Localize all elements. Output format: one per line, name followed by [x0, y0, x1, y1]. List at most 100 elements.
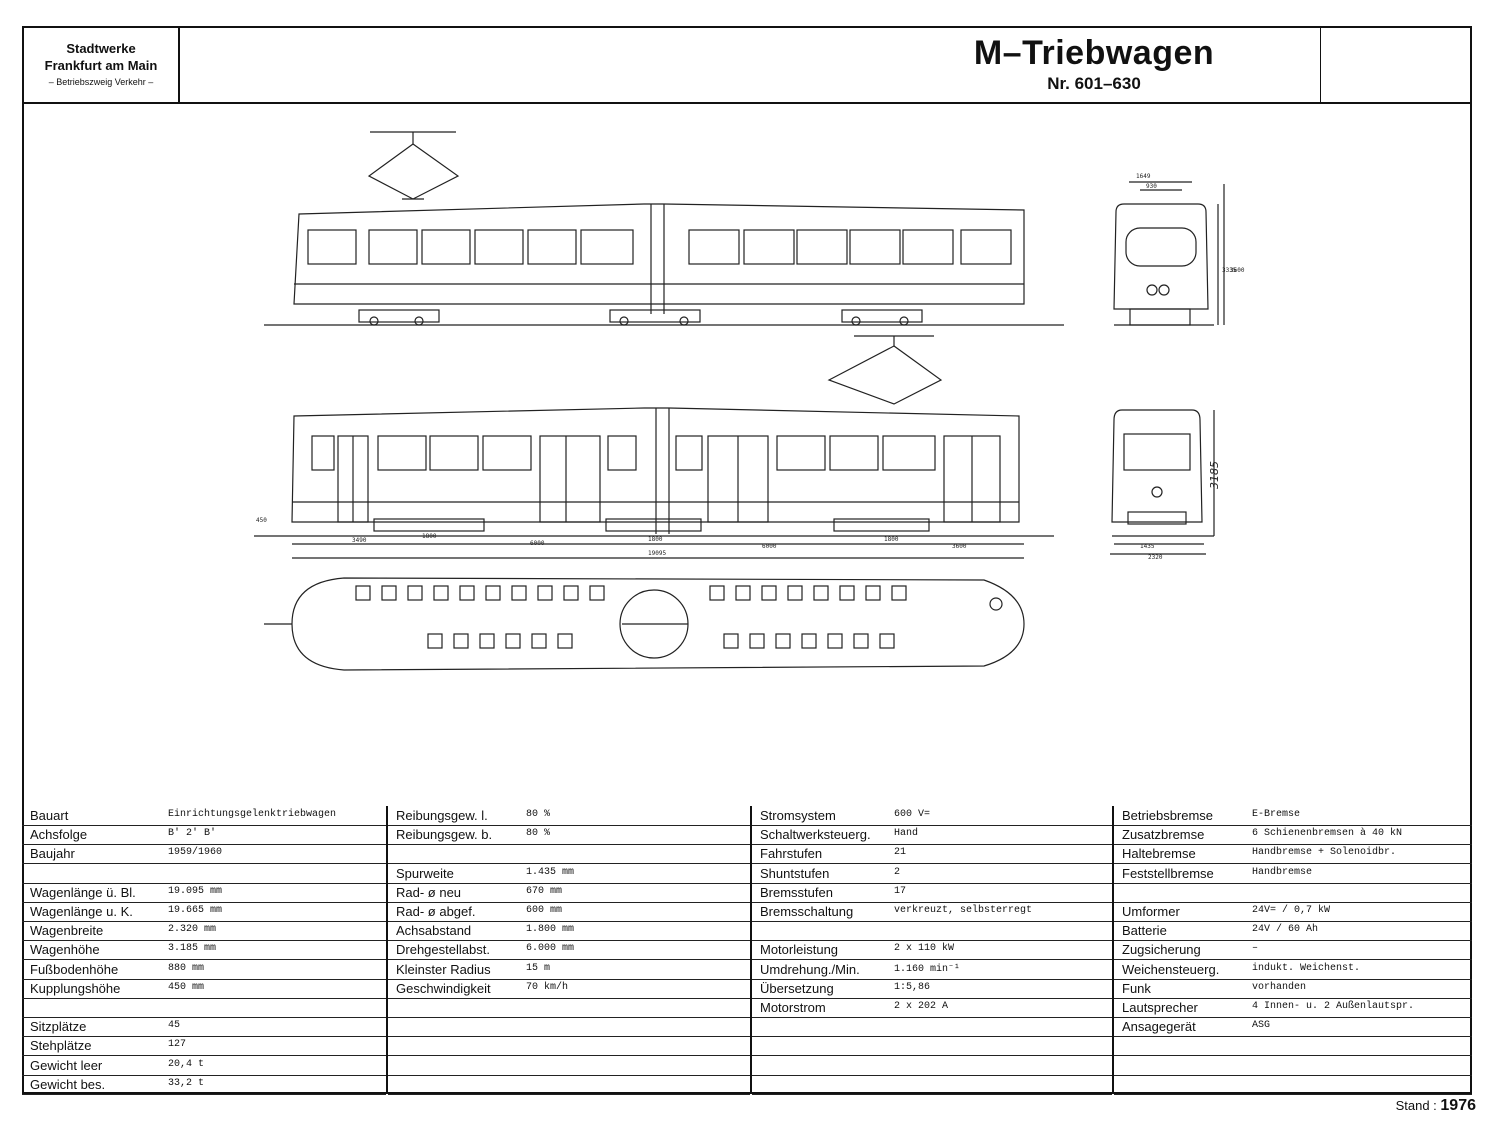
spec-value: 1959/1960 — [168, 847, 223, 859]
spec-label: Wagenlänge u. K. — [30, 904, 133, 919]
spec-label: Sitzplätze — [30, 1019, 87, 1035]
dim-side-4: 1800 — [648, 536, 663, 543]
spec-row — [388, 1017, 750, 1038]
spec-value: vorhanden — [1252, 981, 1307, 993]
spec-label: Reibungsgew. l. — [396, 808, 488, 823]
spec-label: Drehgestellabst. — [396, 942, 490, 958]
spec-value: 80 % — [526, 828, 551, 840]
plan-view — [264, 577, 1025, 671]
spec-row: Wagenlänge ü. Bl.19.095 mm — [22, 883, 386, 903]
spec-row: Reibungsgew. b.80 % — [388, 825, 750, 846]
spec-value: 4 Innen- u. 2 Außenlautspr. — [1252, 1001, 1415, 1012]
spec-row — [1114, 883, 1472, 903]
spec-row: Schaltwerksteuerg.Hand — [752, 825, 1112, 846]
spec-value: 600 mm — [526, 905, 563, 916]
spec-label: Spurweite — [396, 865, 454, 881]
spec-value: 1.435 mm — [526, 866, 575, 878]
stand-label: Stand : — [1395, 1098, 1437, 1113]
spec-row — [388, 1056, 750, 1076]
org-department: – Betriebszweig Verkehr – — [48, 77, 154, 87]
dim-front-h2: 3600 — [1230, 267, 1245, 274]
spec-label: Umdrehung./Min. — [760, 961, 860, 977]
spec-row — [22, 864, 386, 884]
spec-row: Baujahr 1959/1960 — [22, 844, 386, 865]
spec-label: Shuntstufen — [760, 865, 830, 881]
dim-side-5: 6000 — [762, 543, 777, 550]
spec-row — [388, 1075, 750, 1095]
spec-row: Reibungsgew. l. 80 % — [388, 806, 750, 826]
dim-rear-height: 3185 — [1208, 461, 1221, 489]
spec-label: Gewicht bes. — [30, 1076, 106, 1092]
dim-side-1: 3490 — [352, 537, 367, 544]
spec-value: 2.320 mm — [168, 924, 217, 936]
spec-value: Handbremse — [1252, 866, 1313, 878]
spec-value: 6.000 mm — [526, 943, 575, 955]
plan-seats — [355, 585, 907, 649]
spec-label: Motorleistung — [760, 942, 839, 958]
spec-value: 15 m — [526, 962, 551, 974]
spec-label: Wagenlänge ü. Bl. — [30, 884, 136, 900]
spec-label: Fahrstufen — [760, 846, 823, 862]
organization-block: Stadtwerke Frankfurt am Main – Betriebsz… — [24, 28, 180, 102]
spec-row — [752, 1036, 1112, 1057]
spec-row: Sitzplätze 45 — [22, 1017, 386, 1038]
spec-value: 45 — [168, 1020, 181, 1032]
org-name-line2: Frankfurt am Main — [44, 58, 158, 73]
spec-label: Baujahr — [30, 846, 75, 862]
spec-value: 670 mm — [526, 885, 563, 897]
sheet-title: M–Triebwagen — [973, 34, 1215, 72]
spec-row: Umdrehung./Min. 1.160 min⁻¹ — [752, 960, 1112, 980]
spec-row: Wagenlänge u. K. 19.665 mm — [22, 902, 386, 922]
spec-value: 3.185 mm — [168, 943, 217, 955]
spec-label: Rad- ø neu — [396, 884, 462, 900]
spec-label: Stehplätze — [30, 1038, 92, 1054]
spec-label: Wagenhöhe — [30, 942, 100, 958]
spec-label: Bremsstufen — [760, 884, 833, 900]
spec-row: Rad- ø neu 670 mm — [388, 883, 750, 903]
spec-value: B' 2' B' — [168, 828, 217, 840]
spec-value: 19.665 mm — [168, 905, 223, 916]
spec-label: Batterie — [1122, 923, 1167, 939]
side-view-lower — [254, 335, 1054, 559]
dim-rear-width: 2320 — [1148, 554, 1163, 561]
spec-value: 80 % — [526, 809, 551, 820]
spec-label: Kleinster Radius — [396, 961, 491, 977]
spec-label: Achsabstand — [396, 923, 472, 939]
column-divider — [386, 806, 388, 1094]
spec-value: 24V= / 0,7 kW — [1252, 905, 1331, 916]
spec-label: Zugsicherung — [1122, 942, 1201, 958]
spec-label: Motorstrom — [760, 1000, 826, 1015]
dim-side-6: 1800 — [884, 536, 899, 543]
tram-technical-drawing: 1649 930 3335 3600 3490 1800 6000 1800 6… — [254, 131, 1245, 671]
spec-row: Spurweite 1.435 mm — [388, 864, 750, 884]
spec-label: Haltebremse — [1122, 846, 1196, 862]
spec-value: 1.160 min⁻¹ — [894, 963, 961, 975]
spec-label: Betriebsbremse — [1122, 808, 1214, 823]
spec-value: Handbremse + Solenoidbr. — [1252, 847, 1397, 859]
spec-value: 2 x 110 kW — [894, 943, 955, 955]
spec-label: Funk — [1122, 980, 1151, 996]
spec-value: verkreuzt, selbsterregt — [894, 905, 1033, 916]
spec-label: Fußbodenhöhe — [30, 961, 119, 977]
spec-value: – — [1252, 943, 1259, 955]
spec-value: 450 mm — [168, 981, 205, 993]
spec-row: Motorleistung 2 x 110 kW — [752, 940, 1112, 961]
spec-row: Zugsicherung – — [1114, 940, 1472, 961]
